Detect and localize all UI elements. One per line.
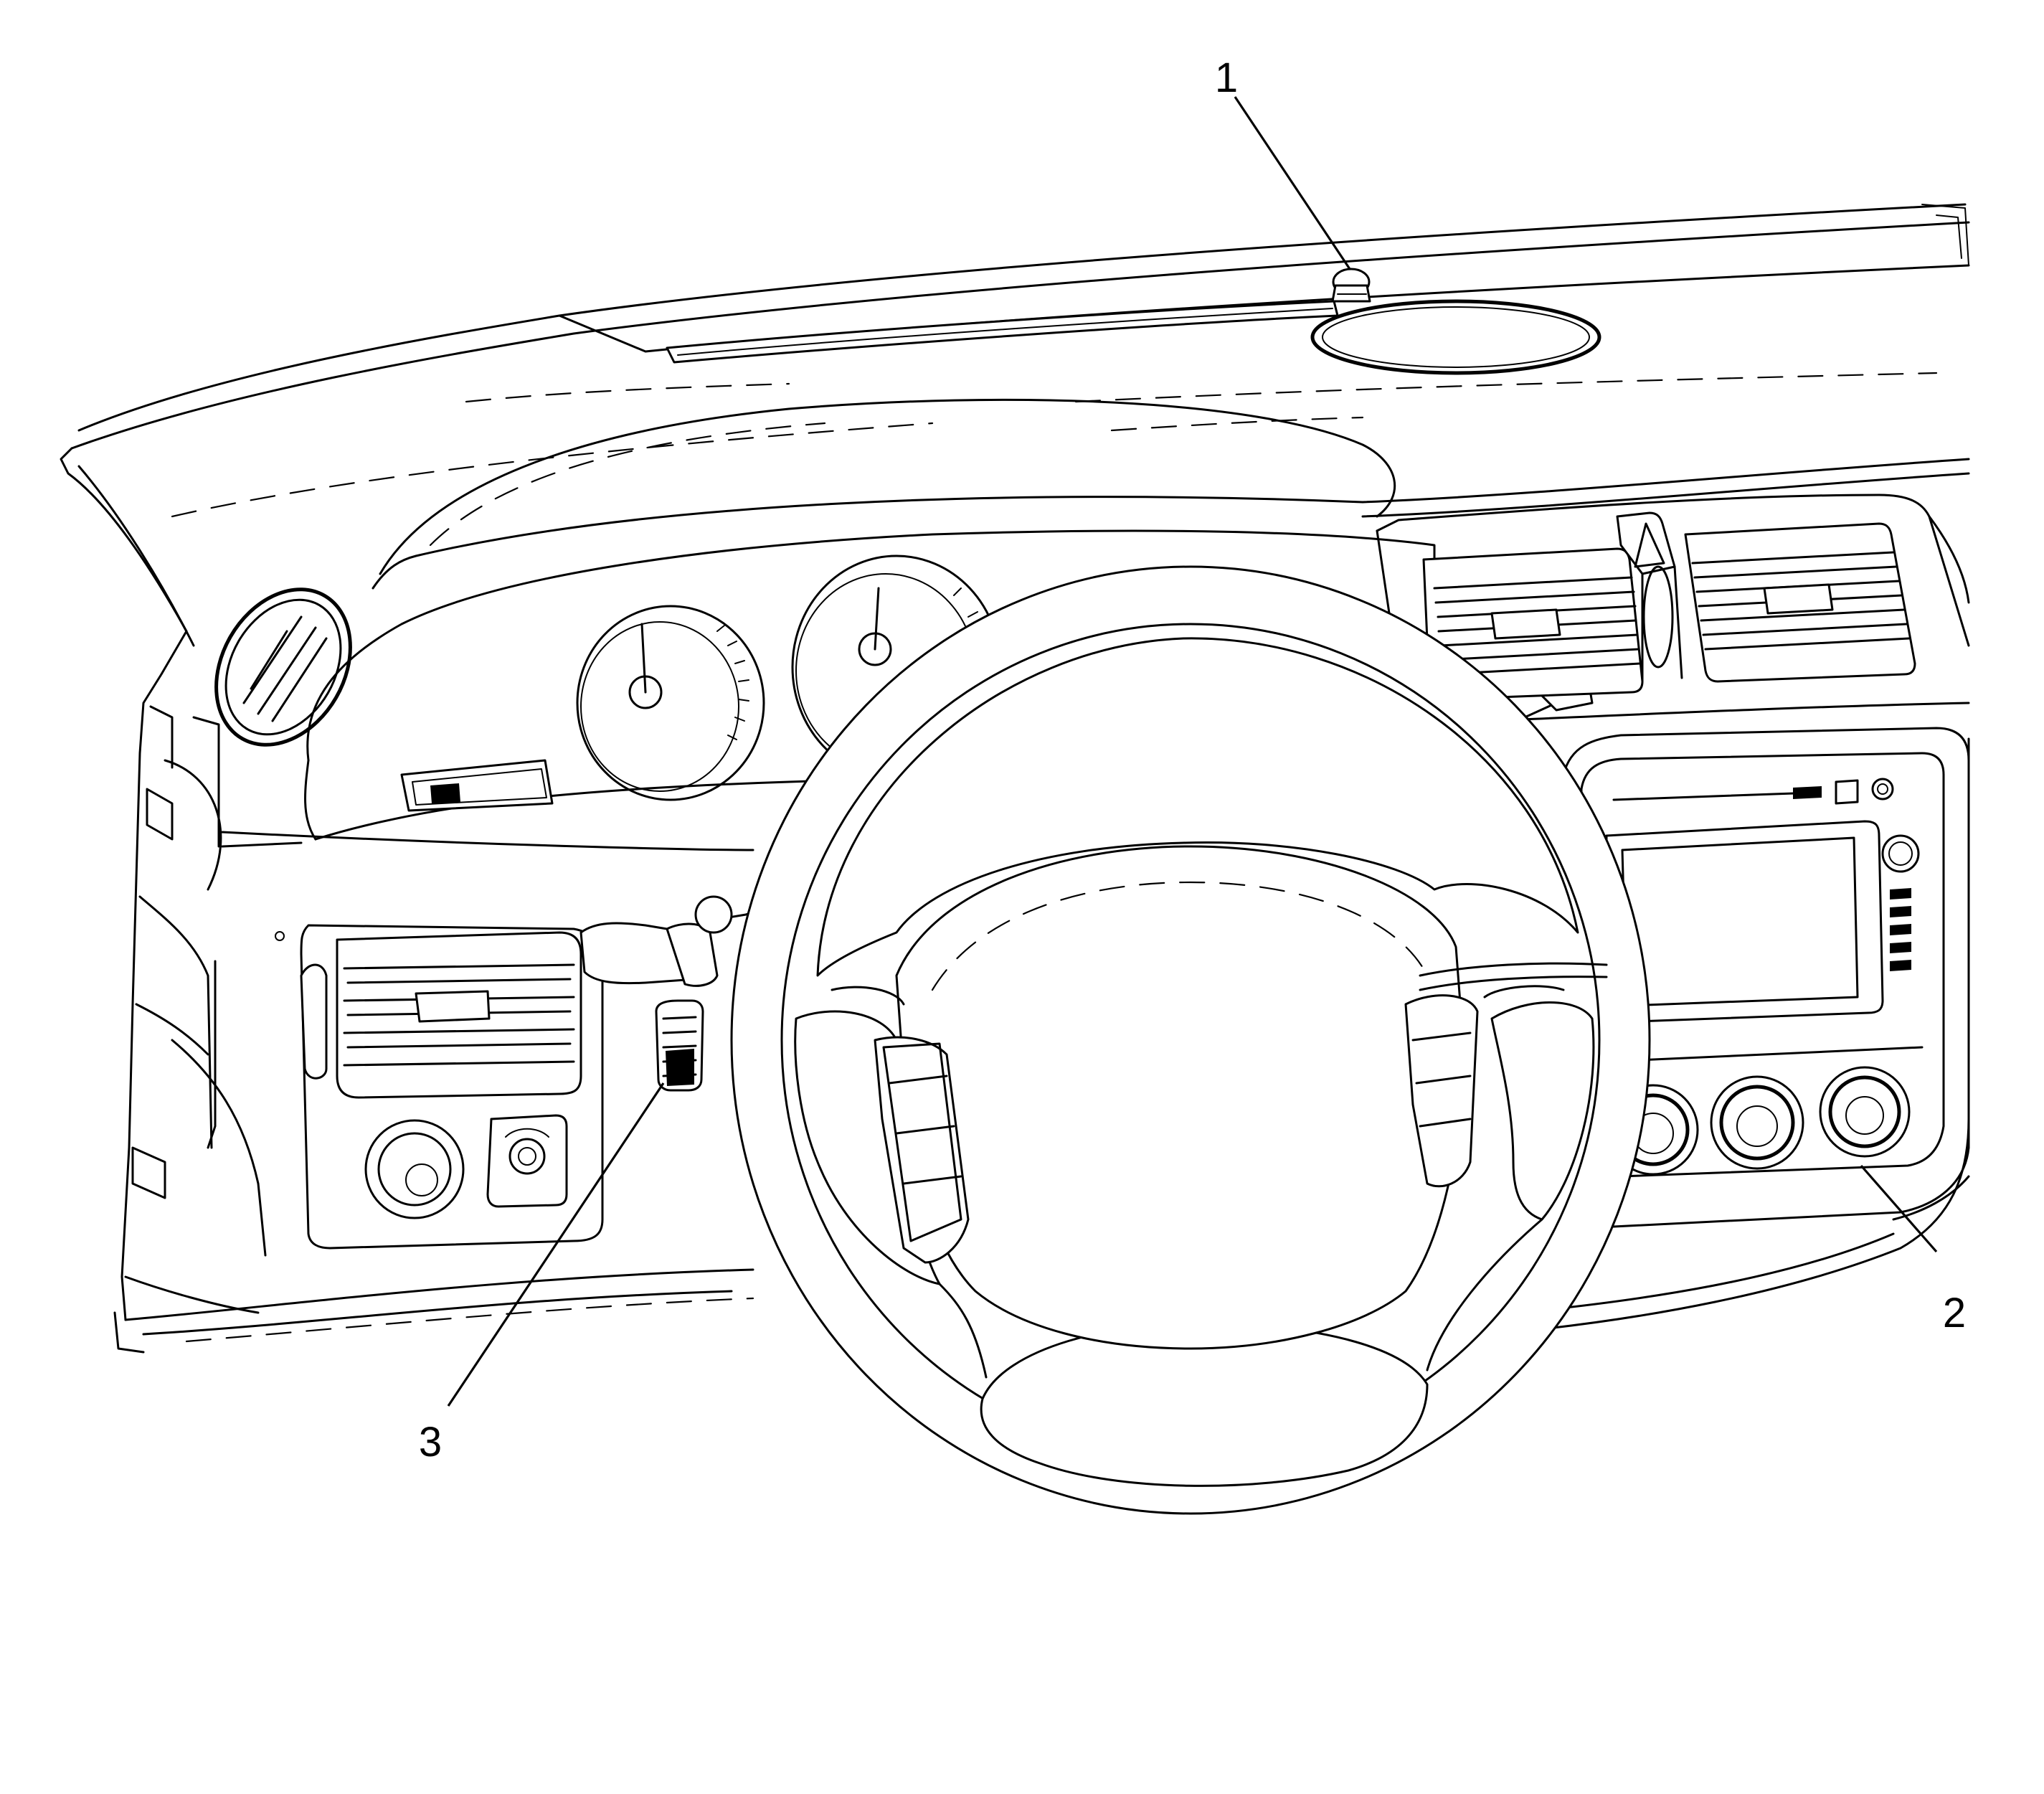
left-side-vent <box>214 587 352 747</box>
callout-1-label: 1 <box>1215 55 1238 101</box>
left-cluster-switch <box>400 759 554 812</box>
right-dash-end <box>1892 515 1970 1221</box>
instrument-cluster-hood <box>372 398 1970 590</box>
callout-3: 3 <box>419 1082 665 1465</box>
left-vent-panel <box>275 924 604 1250</box>
dash-surface-contours <box>171 372 1938 518</box>
callout-2: 2 <box>1860 1164 1966 1336</box>
headlamp-switch <box>655 999 704 1092</box>
callout-1: 1 <box>1215 55 1351 270</box>
steering-wheel <box>730 565 1651 1515</box>
left-end-panel <box>113 630 267 1354</box>
radio-hvac-stack <box>1562 727 1970 1228</box>
sunload-sensor <box>1331 268 1371 303</box>
turn-signal-lever <box>579 895 833 987</box>
center-vents <box>1376 494 1970 726</box>
defrost-speaker-grille <box>1310 299 1601 375</box>
dash-top-surface <box>60 203 1970 647</box>
callout-2-label: 2 <box>1943 1290 1966 1336</box>
callout-3-label: 3 <box>419 1419 442 1465</box>
